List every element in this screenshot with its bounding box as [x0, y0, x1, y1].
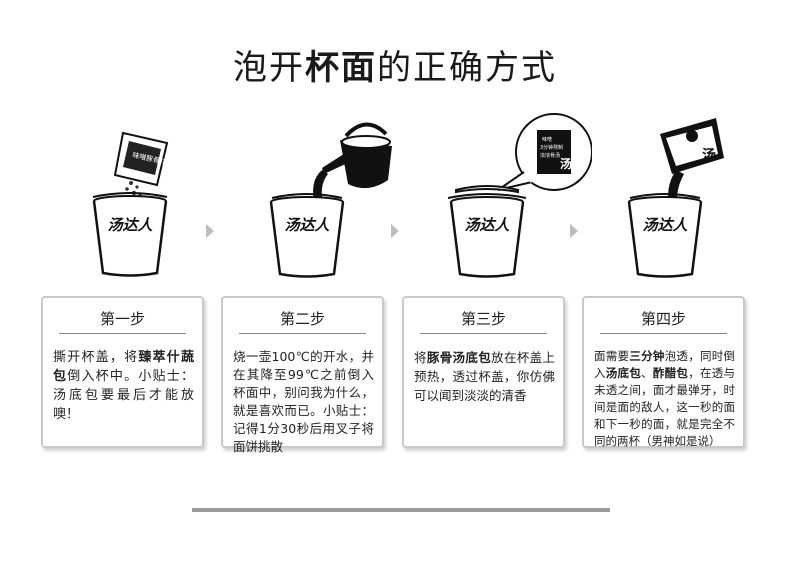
divider [239, 333, 366, 334]
divider [420, 333, 547, 334]
divider [59, 333, 186, 334]
step-card-1: 第一步 撕开杯盖，将臻萃什蔬包倒入杯中。小贴士：汤底包要最后才能放噢！ [41, 296, 204, 448]
soup-packet-icon [537, 130, 571, 174]
cup-icon: 汤达人 [447, 185, 527, 278]
arrow-right-icon [570, 224, 578, 238]
svg-text:味噌: 味噌 [542, 136, 552, 143]
cup-logo: 汤达人 [642, 216, 688, 234]
step1-illustration: 味噌豚骨拉面 汤达人 [92, 131, 174, 277]
svg-text:汤: 汤 [702, 148, 716, 164]
cup-logo: 汤达人 [464, 216, 510, 234]
step-heading: 第三步 [460, 310, 506, 328]
step-text: 撕开杯盖，将臻萃什蔬包倒入杯中。小贴士：汤底包要最后才能放噢！ [53, 350, 194, 422]
divider [600, 333, 727, 334]
svg-text:汤: 汤 [560, 157, 572, 171]
step2-illustration: 汤达人 [269, 122, 392, 278]
step-text: 面需要三分钟泡透，同时倒入汤底包、酢醋包，在透与未透之间，面才最弹牙，时间是面的… [594, 349, 736, 448]
cup-icon: 汤达人 [627, 193, 703, 278]
svg-text:3分钟熬制: 3分钟熬制 [540, 144, 563, 151]
cup-icon: 汤达人 [269, 193, 345, 278]
seasoning-packet-icon: 味噌豚骨拉面 [113, 131, 174, 187]
step-heading: 第二步 [279, 310, 325, 328]
cup-logo: 汤达人 [284, 216, 330, 234]
step-text: 将豚骨汤底包放在杯盖上预热，透过杯盖，你仿佛可以闻到淡淡的清香 [414, 350, 555, 403]
step-card-3: 第三步 将豚骨汤底包放在杯盖上预热，透过杯盖，你仿佛可以闻到淡淡的清香 [402, 296, 565, 448]
arrow-right-icon [206, 224, 214, 238]
step-card-4: 第四步 面需要三分钟泡透，同时倒入汤底包、酢醋包，在透与未透之间，面才最弹牙，时… [582, 296, 745, 448]
page-title: 泡开杯面的正确方式 [233, 48, 557, 88]
step3-illustration: 味噌 3分钟熬制 浓浓骨汤 汤 汤达人 [447, 113, 592, 278]
step4-illustration: 汤 汤达人 [627, 118, 724, 278]
step-card-2: 第二步 烧一壶100℃的开水，并在其降至99℃之前倒入杯面中，别问我为什么，就是… [221, 296, 384, 454]
svg-text:浓浓骨汤: 浓浓骨汤 [540, 152, 560, 159]
speech-bubble: 味噌 3分钟熬制 浓浓骨汤 汤 [497, 113, 592, 191]
bottom-divider [192, 508, 610, 512]
step-heading: 第一步 [99, 310, 145, 328]
cup-icon: 汤达人 [92, 192, 168, 277]
arrow-right-icon [391, 224, 399, 238]
step-text: 烧一壶100℃的开水，并在其降至99℃之前倒入杯面中，别问我为什么，就是喜欢而已… [233, 349, 374, 454]
step-heading: 第四步 [640, 310, 686, 328]
soup-packet-icon: 汤 [660, 118, 724, 174]
kettle-icon [322, 122, 392, 189]
cup-logo: 汤达人 [107, 216, 153, 234]
